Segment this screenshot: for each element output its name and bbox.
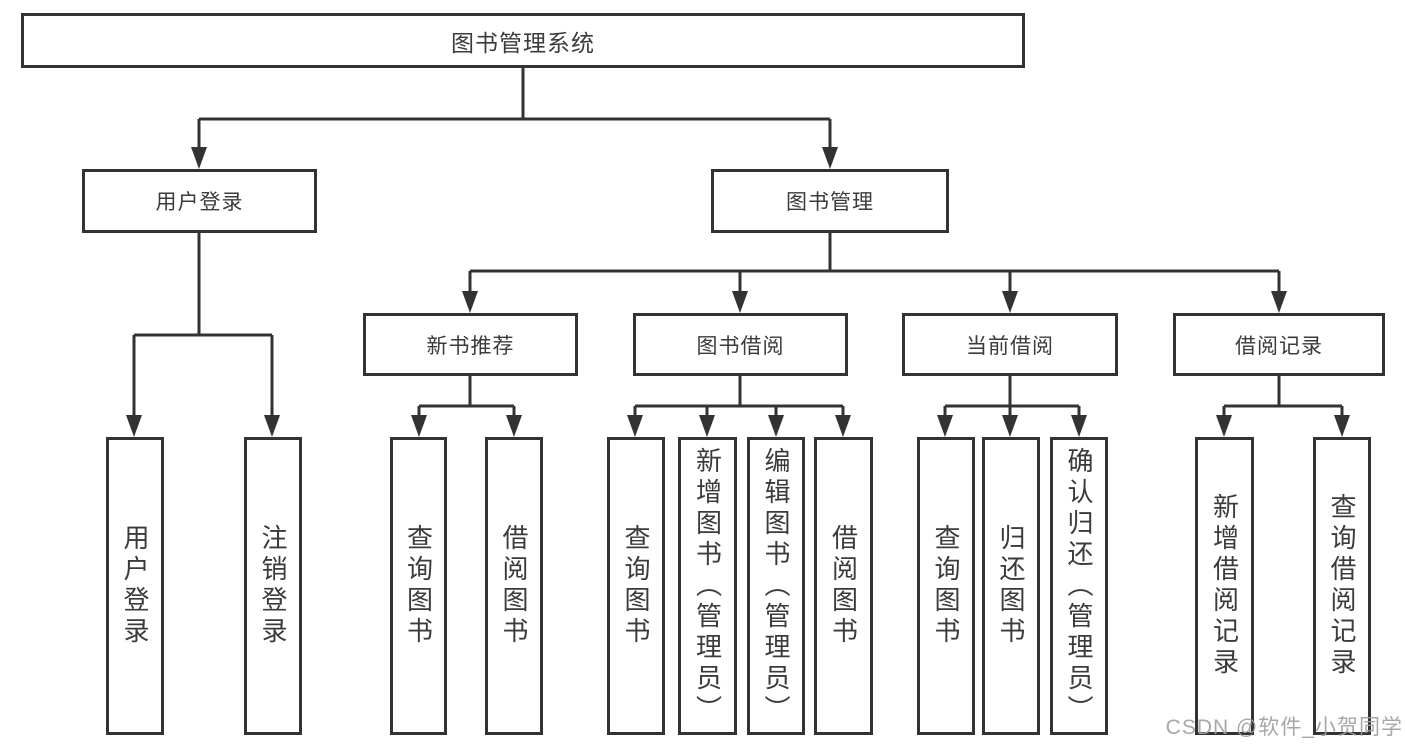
leaf-borrow-book-recommend: 借阅图书	[485, 437, 543, 735]
leaf-label: 查询图书	[621, 524, 651, 648]
leaf-label: 查询图书	[403, 524, 434, 648]
node-label: 借阅记录	[1235, 334, 1323, 358]
node-current-borrowing: 当前借阅	[902, 313, 1118, 376]
leaf-edit-book-admin: 编辑图书（管理员）	[747, 437, 805, 735]
leaf-user-login: 用户登录	[106, 437, 164, 735]
leaf-label: 注销登录	[258, 524, 288, 648]
node-label: 图书管理系统	[451, 29, 595, 56]
leaf-label: 借阅图书	[828, 524, 859, 648]
node-label: 用户登录	[155, 191, 244, 214]
node-new-book-recommendation: 新书推荐	[363, 313, 578, 376]
leaf-label: 查询图书	[931, 524, 961, 648]
leaf-label: 借阅图书	[499, 524, 529, 648]
node-book-management: 图书管理	[711, 169, 949, 233]
leaf-return-book: 归还图书	[982, 437, 1040, 735]
node-label: 当前借阅	[966, 334, 1054, 358]
leaf-query-book-current: 查询图书	[917, 437, 975, 735]
leaf-add-borrow-record: 新增借阅记录	[1195, 437, 1254, 735]
leaf-confirm-return-admin: 确认归还（管理员）	[1050, 437, 1108, 735]
node-label: 图书借阅	[696, 334, 785, 358]
leaf-label: 归还图书	[996, 524, 1026, 648]
node-borrowing-records: 借阅记录	[1173, 313, 1385, 376]
leaf-add-book-admin: 新增图书（管理员）	[678, 437, 737, 735]
leaf-label: 编辑图书（管理员）	[761, 446, 791, 726]
node-user-login: 用户登录	[82, 169, 317, 233]
leaf-label: 查询借阅记录	[1327, 493, 1357, 679]
leaf-logout: 注销登录	[244, 437, 302, 735]
leaf-label: 新增图书（管理员）	[692, 446, 723, 726]
leaf-query-book-borrowing: 查询图书	[607, 437, 665, 735]
leaf-label: 确认归还（管理员）	[1064, 446, 1094, 726]
node-label: 图书管理	[786, 191, 874, 214]
watermark: CSDN @软件_小贺同学	[1165, 716, 1403, 739]
node-book-borrowing: 图书借阅	[633, 313, 848, 376]
leaf-borrow-book: 借阅图书	[814, 437, 873, 735]
leaf-query-book-recommend: 查询图书	[390, 437, 447, 735]
leaf-label: 用户登录	[120, 524, 150, 648]
leaf-label: 新增借阅记录	[1209, 493, 1240, 679]
node-library-management-system: 图书管理系统	[21, 13, 1025, 68]
leaf-query-borrow-record: 查询借阅记录	[1313, 437, 1371, 735]
node-label: 新书推荐	[426, 334, 515, 358]
